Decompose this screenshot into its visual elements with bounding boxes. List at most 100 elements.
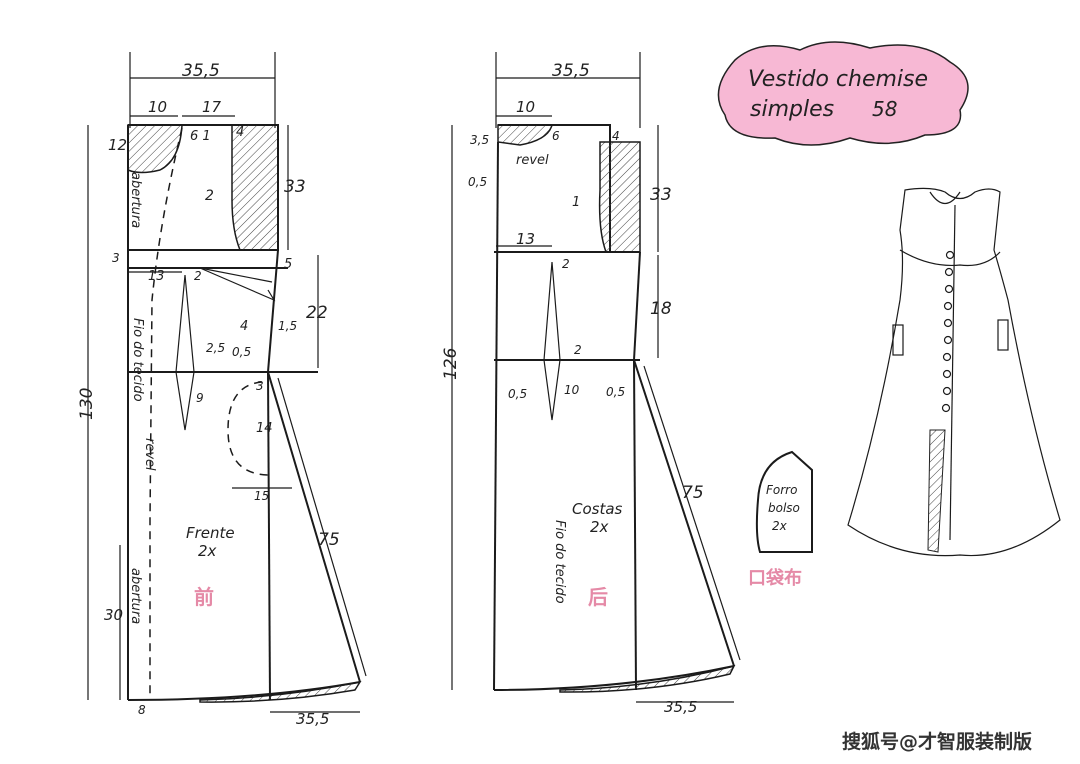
front-cn-label: 前 bbox=[194, 585, 214, 609]
pocket-shape bbox=[755, 450, 813, 553]
back-m126: 126 bbox=[441, 347, 461, 380]
front-m14: 14 bbox=[256, 421, 273, 436]
back-fio: Fio do tecido bbox=[552, 520, 567, 604]
back-label: Costas bbox=[572, 500, 623, 518]
front-m22: 22 bbox=[306, 303, 328, 323]
back-m4: 4 bbox=[612, 129, 620, 143]
front-bottom: 35,5 bbox=[296, 710, 329, 728]
dress-outline bbox=[847, 187, 1061, 557]
back-m75: 75 bbox=[682, 483, 704, 503]
front-m9: 9 bbox=[196, 391, 204, 405]
front-m2-5: 2,5 bbox=[206, 341, 225, 355]
back-m0-5a: 0,5 bbox=[468, 175, 487, 189]
front-qty: 2x bbox=[198, 542, 217, 560]
front-m12: 12 bbox=[108, 136, 127, 154]
front-m4: 4 bbox=[236, 125, 244, 140]
dress-waist-seam bbox=[899, 249, 1001, 267]
front-neck-facing bbox=[127, 124, 183, 174]
front-armhole-cut bbox=[231, 124, 279, 251]
title-line2: simples bbox=[750, 97, 834, 122]
back-m1: 1 bbox=[572, 195, 580, 210]
back-side-seam-upper bbox=[633, 251, 641, 361]
front-m0-5: 0,5 bbox=[232, 345, 251, 359]
back-m0-5b: 0,5 bbox=[508, 387, 527, 401]
front-m3: 3 bbox=[112, 251, 120, 265]
dress-hatch-panel bbox=[927, 429, 946, 553]
front-width-top: 35,5 bbox=[182, 61, 220, 81]
back-hem bbox=[493, 665, 735, 691]
back-center-line bbox=[493, 141, 499, 691]
front-m13: 13 bbox=[148, 269, 165, 284]
pocket-lining: Forro bolso 2x 口袋布 bbox=[748, 450, 813, 589]
pocket-l2: bolso bbox=[768, 501, 800, 515]
back-armhole-cut bbox=[598, 141, 641, 253]
front-m30: 30 bbox=[104, 606, 123, 624]
front-m2: 2 bbox=[205, 188, 214, 204]
title-number: 58 bbox=[872, 97, 897, 121]
front-abertura-bottom: abertura bbox=[128, 568, 143, 624]
back-m2b: 2 bbox=[574, 343, 582, 357]
back-m2: 2 bbox=[562, 257, 570, 271]
back-hem-fill bbox=[559, 664, 736, 693]
front-m75: 75 bbox=[318, 530, 340, 550]
front-bust-dart bbox=[199, 267, 276, 302]
front-revel: revel bbox=[142, 438, 157, 471]
back-dim-75 bbox=[643, 365, 741, 661]
title-line1: Vestido chemise bbox=[748, 67, 928, 92]
back-m0-5c: 0,5 bbox=[606, 385, 625, 399]
front-m10: 10 bbox=[148, 98, 167, 116]
back-m13: 13 bbox=[516, 230, 535, 248]
front-m2b: 2 bbox=[194, 269, 202, 283]
front-m4b: 4 bbox=[240, 319, 248, 334]
front-m1-5: 1,5 bbox=[278, 319, 297, 333]
back-m3-5: 3,5 bbox=[470, 133, 489, 147]
back-width-top: 35,5 bbox=[552, 61, 590, 81]
front-m15: 15 bbox=[254, 489, 269, 503]
front-m5: 5 bbox=[284, 257, 292, 272]
back-m33: 33 bbox=[650, 185, 672, 205]
front-m130: 130 bbox=[77, 388, 97, 420]
back-revel: revel bbox=[516, 153, 549, 168]
front-label: Frente bbox=[186, 524, 235, 542]
back-m6: 6 bbox=[552, 129, 560, 143]
back-m10b: 10 bbox=[564, 383, 580, 397]
back-m18: 18 bbox=[650, 299, 672, 319]
back-bottom: 35,5 bbox=[664, 698, 697, 716]
back-grain-line bbox=[633, 359, 637, 691]
dress-placket bbox=[949, 204, 956, 541]
pocket-cn-label: 口袋布 bbox=[748, 567, 802, 589]
dress-pocket-left bbox=[892, 324, 904, 356]
dress-pocket-right bbox=[997, 319, 1009, 351]
dress-neckline bbox=[929, 191, 961, 205]
pocket-l3: 2x bbox=[772, 519, 788, 533]
dress-buttons bbox=[941, 250, 955, 413]
dress-sketch bbox=[847, 187, 1061, 557]
back-side-flare bbox=[633, 359, 735, 667]
front-abertura-top: abertura bbox=[128, 172, 143, 228]
front-m8: 8 bbox=[138, 703, 146, 717]
back-waist-dart bbox=[543, 261, 561, 421]
front-m17: 17 bbox=[202, 98, 222, 116]
front-m33: 33 bbox=[284, 177, 306, 197]
front-m3b: 3 bbox=[256, 379, 264, 393]
front-grain-line bbox=[267, 371, 271, 701]
title-cloud-shape bbox=[717, 41, 969, 146]
front-piece: 35,5 10 17 6 1 4 2 12 33 abertura 3 13 2… bbox=[77, 52, 367, 728]
back-cn-label: 后 bbox=[588, 585, 608, 609]
front-waist-dart bbox=[175, 274, 195, 431]
back-piece: 35,5 10 3,5 6 4 revel 0,5 1 33 13 2 18 2… bbox=[441, 52, 741, 716]
front-fio: Fio do tecido bbox=[130, 318, 145, 402]
front-side-flare bbox=[267, 371, 361, 683]
front-dim-75 bbox=[277, 377, 367, 677]
watermark: 搜狐号@才智服装制版 bbox=[842, 730, 1032, 753]
front-facing-line bbox=[149, 127, 183, 700]
title-cloud: Vestido chemise simples 58 bbox=[717, 41, 969, 146]
back-neck-facing bbox=[497, 124, 553, 146]
front-bust-dart-2 bbox=[199, 267, 273, 283]
front-pocket-line bbox=[227, 381, 271, 476]
pocket-l1: Forro bbox=[766, 483, 797, 497]
back-m10: 10 bbox=[516, 98, 535, 116]
front-side-seam-upper bbox=[267, 249, 279, 373]
